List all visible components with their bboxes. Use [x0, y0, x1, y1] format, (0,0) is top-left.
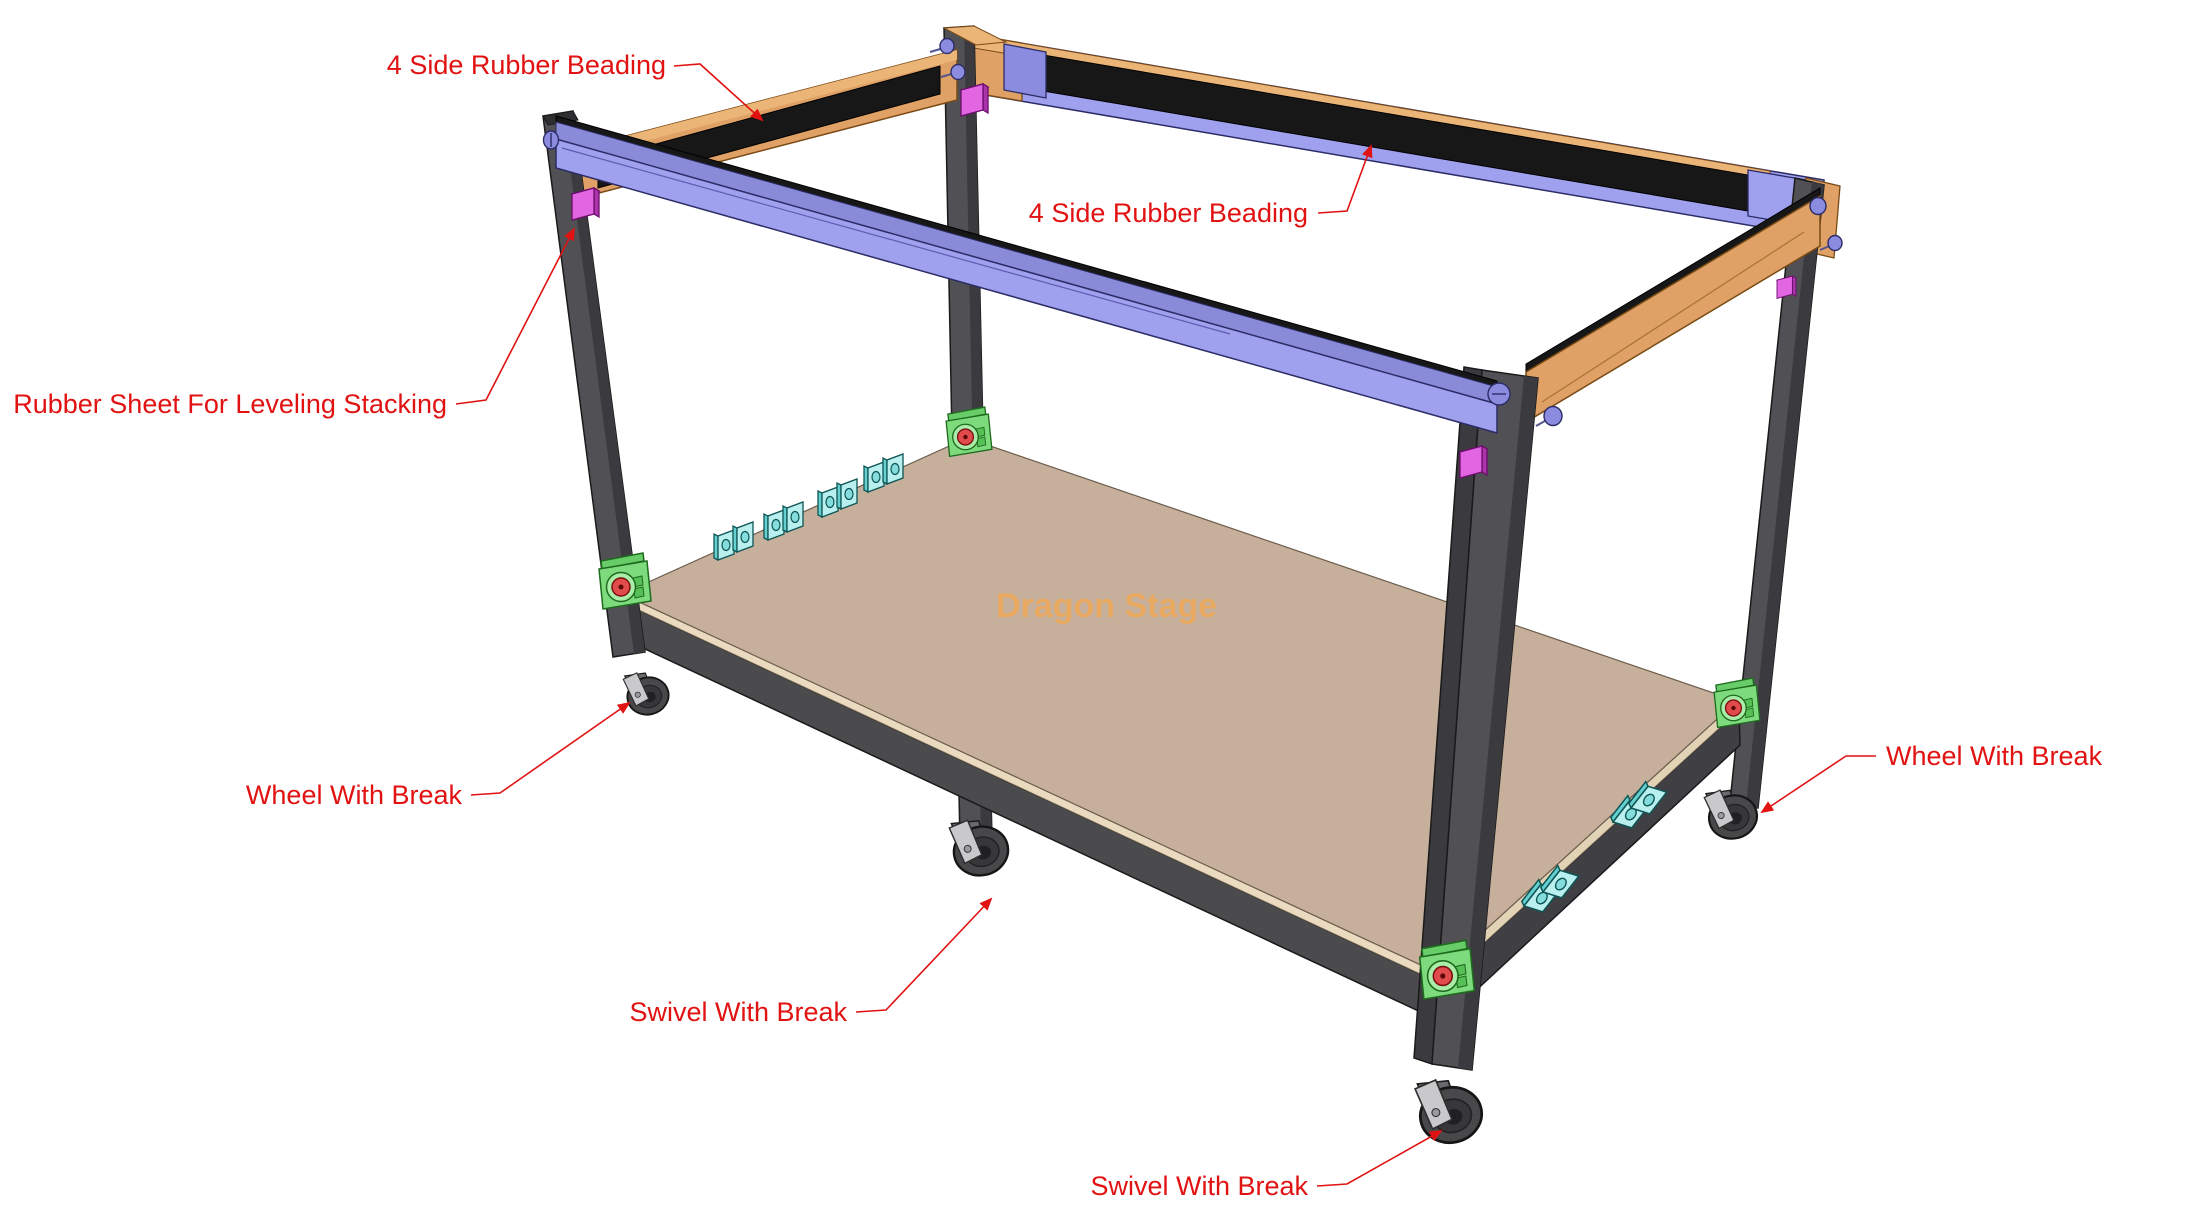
leg-front-left — [542, 110, 646, 658]
bracket-front-right — [1418, 939, 1476, 1000]
rubber-sheet-back-left — [960, 83, 989, 117]
pins — [542, 37, 1843, 427]
leg-top-cap — [942, 25, 1008, 46]
label-swivel-middle: Swivel With Break — [629, 997, 847, 1027]
caster-front-right — [1411, 1070, 1489, 1150]
left-rail-top-bevel — [572, 50, 957, 160]
leader-wheel-right — [1760, 755, 1876, 814]
leader-swivel-middle — [855, 897, 993, 1013]
front-top-rail — [555, 115, 1498, 434]
bracket-front-left — [598, 552, 652, 610]
label-beading-top: 4 Side Rubber Beading — [387, 50, 666, 80]
front-rail-top-bevel — [555, 121, 1498, 405]
watermark-text: Dragon Stage — [996, 587, 1217, 625]
right-rail-panel-line — [1541, 231, 1805, 403]
pin-back-corner-1 — [939, 37, 955, 55]
rubber-sheet-back-right — [1776, 275, 1797, 299]
bracket-back-left — [945, 406, 993, 458]
pin-right-rail — [1543, 405, 1563, 427]
annotations: 4 Side Rubber Beading 4 Side Rubber Bead… — [13, 50, 2102, 1201]
rubber-sheet-front-right — [1459, 445, 1488, 479]
pin-right-corner-1 — [1809, 196, 1827, 216]
leader-wheel-left — [470, 701, 631, 796]
caster-front-left — [620, 665, 674, 720]
pin-right-corner-2 — [1827, 234, 1843, 252]
label-rubber-sheet: Rubber Sheet For Leveling Stacking — [13, 389, 447, 419]
front-rail-body — [555, 138, 1498, 434]
leg-front-right — [1413, 366, 1539, 1071]
label-wheel-right: Wheel With Break — [1886, 741, 2103, 771]
label-wheel-left: Wheel With Break — [246, 780, 463, 810]
leg-back-right — [1729, 177, 1825, 809]
label-swivel-front: Swivel With Break — [1090, 1171, 1308, 1201]
pin-back-corner-2 — [950, 63, 966, 81]
corner-end-cap — [1003, 43, 1047, 99]
right-top-rail — [1525, 187, 1821, 424]
rubber-sheet-front-left — [571, 187, 600, 221]
label-beading-right: 4 Side Rubber Beading — [1029, 198, 1308, 228]
front-rail-panel-line — [561, 147, 1231, 335]
leader-rubber-sheet — [455, 227, 575, 405]
leader-beading-top — [673, 63, 764, 122]
deck: Dragon Stage — [620, 437, 1741, 1024]
leader-swivel-front — [1316, 1130, 1443, 1187]
leader-beading-right — [1317, 144, 1373, 214]
bracket-back-right — [1713, 677, 1761, 729]
rubber-beading-back — [1013, 49, 1749, 212]
caster-back-left — [946, 811, 1014, 882]
